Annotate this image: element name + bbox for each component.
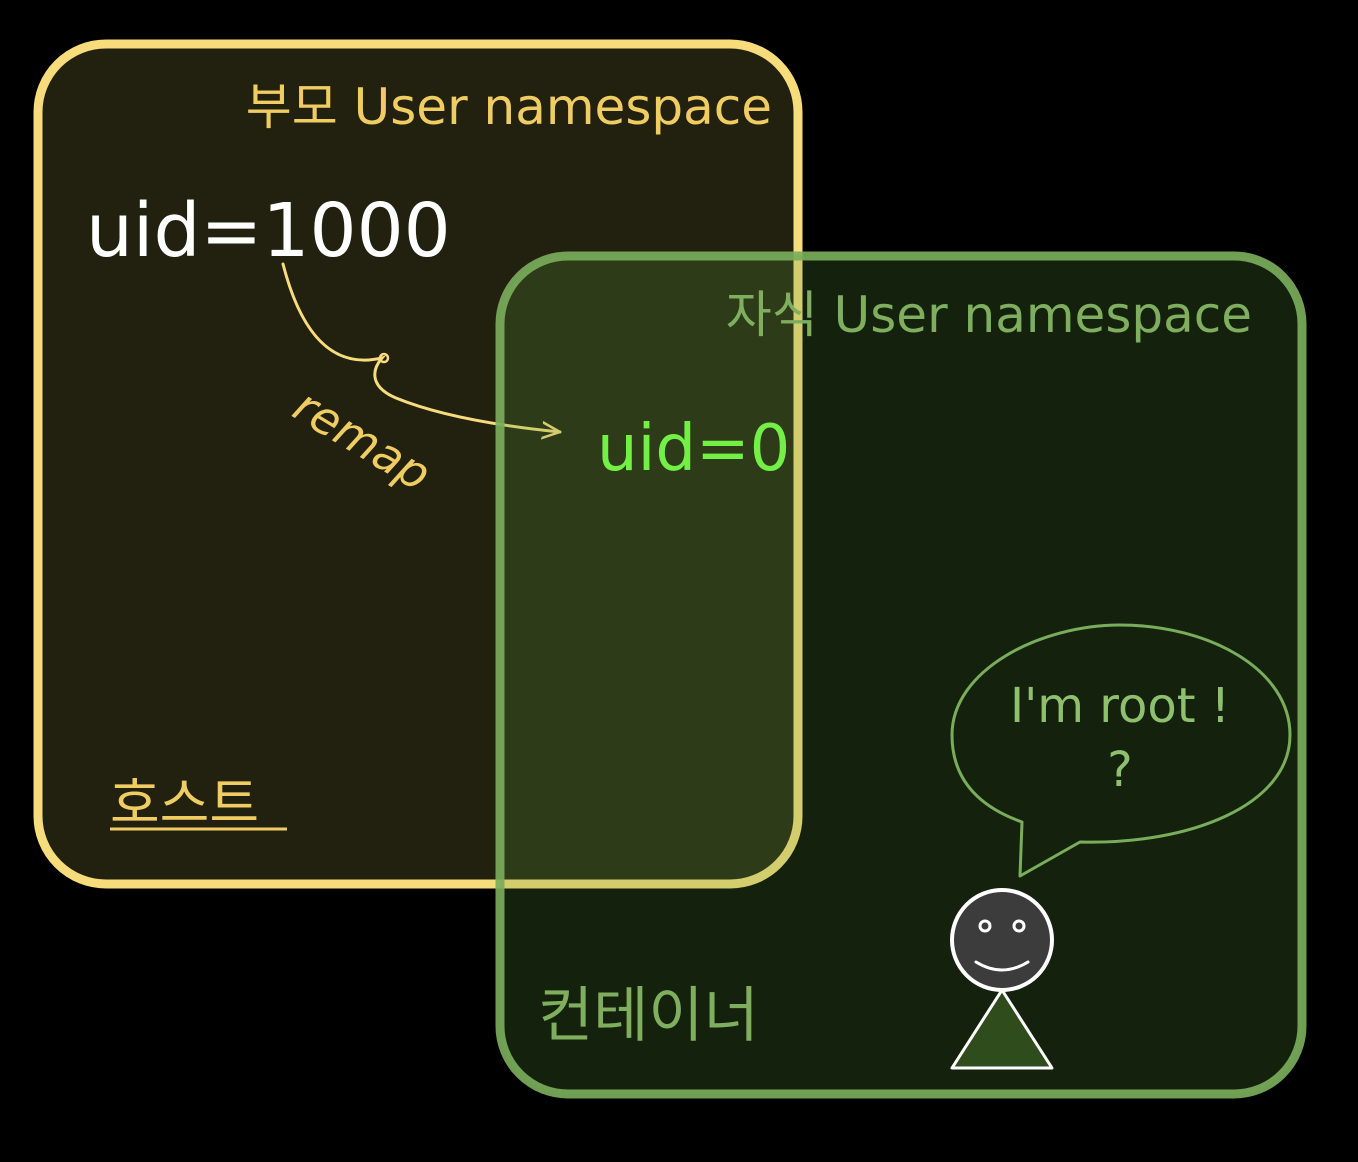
speech-bubble — [950, 623, 1292, 878]
remap-arrow-loop — [378, 352, 390, 364]
child-namespace-title: 자식 User namespace — [726, 286, 1252, 344]
speech-bubble-line2: ? — [1107, 742, 1132, 798]
parent-uid: uid=1000 — [86, 188, 451, 274]
speech-bubble-line1: I'm root ! — [1010, 678, 1230, 734]
user-face — [950, 888, 1054, 992]
container-label: 컨테이너 — [538, 981, 759, 1051]
user-body — [950, 988, 1054, 1070]
user-smile — [974, 960, 1030, 972]
child-uid: uid=0 — [597, 412, 790, 486]
user-right-eye — [1012, 919, 1026, 933]
user-figure — [950, 888, 1054, 1070]
remap-arrow — [281, 262, 562, 432]
parent-namespace-title: 부모 User namespace — [246, 78, 772, 136]
user-left-eye — [978, 919, 992, 933]
child-namespace-box — [495, 251, 1307, 1099]
host-label: 호스트 — [110, 772, 259, 835]
